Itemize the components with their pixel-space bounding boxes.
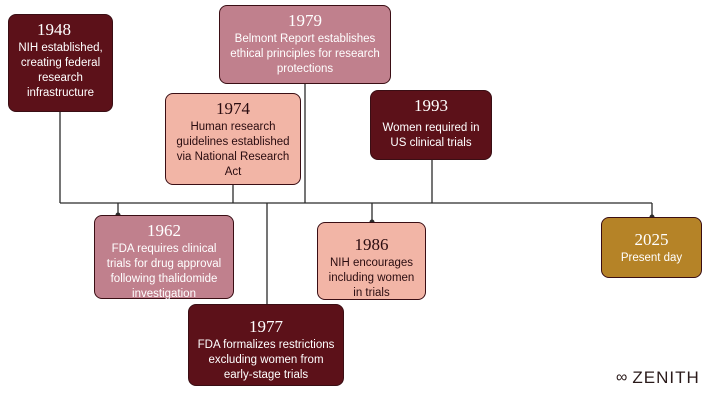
event-year: 1979: [288, 11, 322, 30]
event-year: 1986: [354, 235, 389, 254]
event-1993: 1993 Women required in US clinical trial…: [370, 90, 492, 160]
event-description: NIH established, creating federal resear…: [18, 42, 103, 99]
event-description: Women required in US clinical trials: [382, 122, 480, 149]
event-description: FDA requires clinical trials for drug ap…: [106, 243, 222, 300]
brand-name: ZENITH: [632, 368, 700, 387]
event-year: 1977: [249, 317, 283, 336]
event-description: FDA formalizes restrictions excluding wo…: [197, 339, 335, 381]
event-1986: 1986 NIH encourages including women in t…: [317, 222, 426, 300]
event-1979: 1979 Belmont Report establishes ethical …: [219, 5, 391, 84]
event-description: Human research guidelines established vi…: [176, 121, 290, 178]
event-year: 1948: [37, 20, 71, 39]
event-1977: 1977 FDA formalizes restrictions excludi…: [188, 304, 344, 386]
event-1974: 1974 Human research guidelines establish…: [165, 93, 301, 185]
event-year: 2025: [634, 230, 669, 249]
event-year: 1974: [216, 99, 250, 118]
event-year: 1962: [147, 221, 181, 240]
event-1948: 1948 NIH established, creating federal r…: [8, 14, 113, 112]
event-year: 1993: [414, 96, 448, 115]
brand-logo: ∞ ZENITH: [616, 368, 700, 388]
event-2025: 2025 Present day: [601, 217, 702, 278]
infinity-figure-icon: ∞: [616, 369, 629, 386]
event-description: Belmont Report establishes ethical princ…: [230, 33, 380, 75]
event-description: NIH encourages including women in trials: [328, 257, 415, 299]
event-description: Present day: [620, 252, 683, 264]
event-1962: 1962 FDA requires clinical trials for dr…: [94, 215, 234, 300]
